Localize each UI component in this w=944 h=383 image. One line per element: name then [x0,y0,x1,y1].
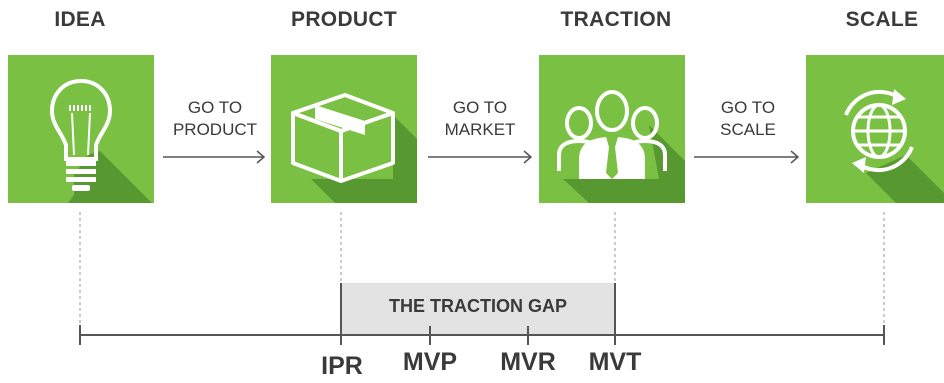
traction-tile [539,55,685,203]
traction-gap-box [341,283,615,335]
stage-label-product: PRODUCT [291,8,397,31]
users-icon [557,90,685,203]
milestone-mvt: MVT [588,348,642,376]
stage-label-idea: IDEA [54,8,106,31]
lightbulb-icon [8,78,154,203]
globe-icon [844,89,944,203]
step-line1: GO TO [187,98,243,117]
step-go-to-product: GO TO PRODUCT [160,97,270,141]
milestone-mvp: MVP [402,348,458,376]
milestone-ipr: IPR [321,352,363,380]
stage-label-scale: SCALE [845,8,919,31]
step-line2: PRODUCT [172,120,258,139]
scale-tile [806,55,944,203]
step-line2: MARKET [444,120,516,139]
traction-gap-label: THE TRACTION GAP [389,296,567,316]
step-line2: SCALE [720,120,776,139]
step-go-to-market: GO TO MARKET [425,97,535,141]
step-go-to-scale: GO TO SCALE [693,97,803,141]
box-icon [291,93,417,203]
idea-tile [8,55,154,203]
product-tile [271,55,417,203]
milestone-mvr: MVR [500,348,556,376]
step-line1: GO TO [720,98,776,117]
step-line1: GO TO [452,98,508,117]
stage-label-traction: TRACTION [560,8,672,31]
